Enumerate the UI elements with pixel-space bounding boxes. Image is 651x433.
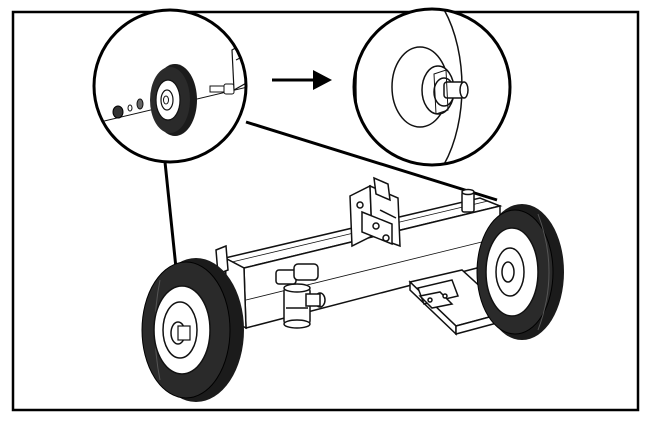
- outer-frame: [11, 10, 640, 412]
- installed-hub-detail: [352, 7, 512, 167]
- top-fitting: [461, 188, 475, 213]
- hitch-bracket: [349, 176, 401, 248]
- inline-filter: [275, 263, 326, 329]
- right-arrow-icon: [272, 70, 332, 90]
- callout-lines: [163, 120, 498, 269]
- pump-mount-plate: [408, 269, 510, 336]
- right-wheel: [476, 204, 564, 340]
- exploded-wheel-detail: [92, 8, 248, 164]
- left-wheel: [141, 258, 244, 402]
